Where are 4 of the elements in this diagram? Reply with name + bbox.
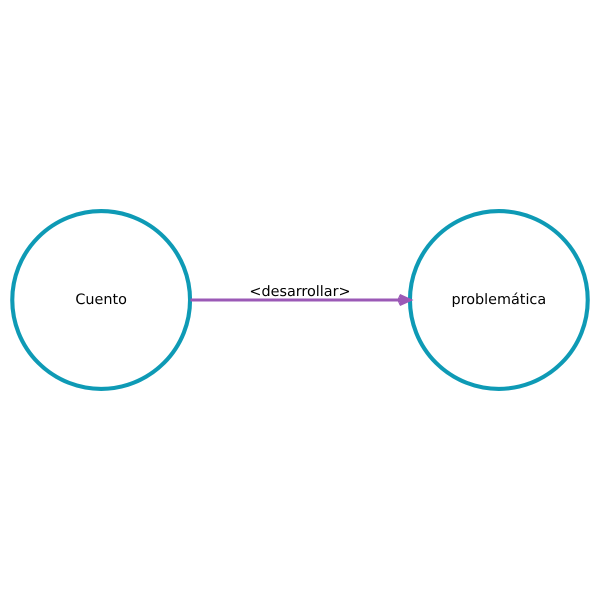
arrow — [190, 294, 412, 306]
edge-label: <desarrollar> — [249, 284, 351, 300]
node-circle: Cuento — [10, 209, 192, 391]
node-circle: problemática — [408, 209, 590, 391]
